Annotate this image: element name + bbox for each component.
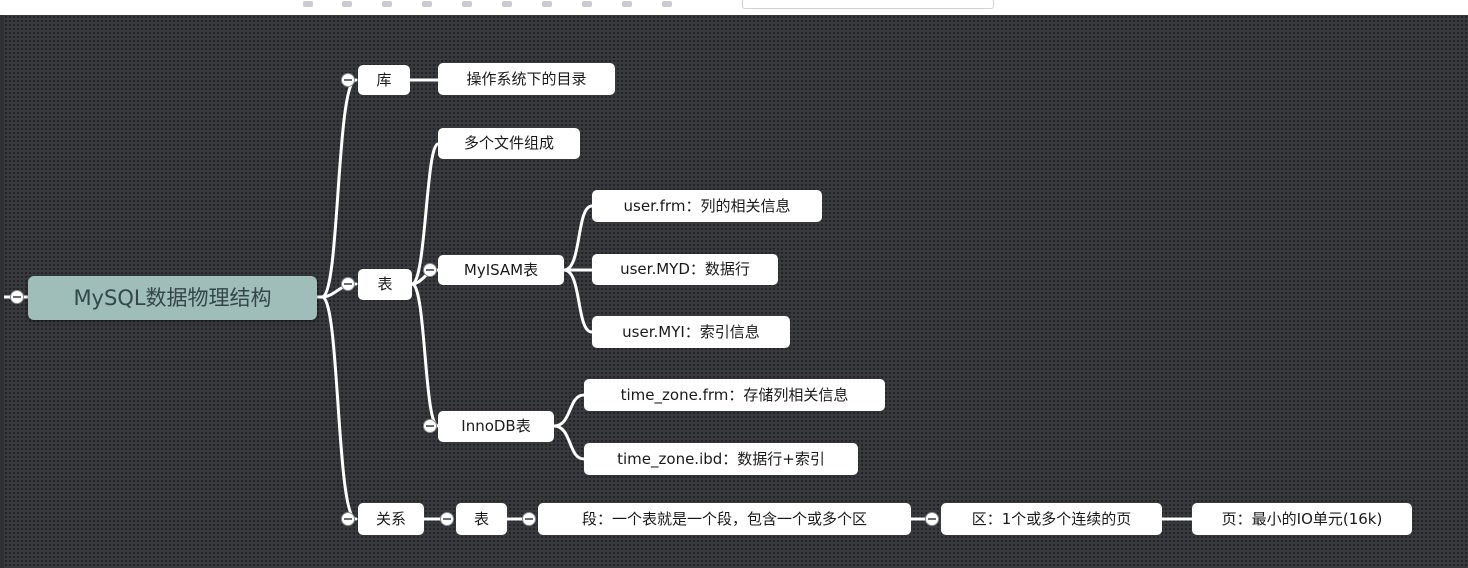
node-myisam-myd[interactable]: user.MYD：数据行 [592, 254, 778, 285]
search-input[interactable] [742, 0, 994, 9]
node-myisam-myi[interactable]: user.MYI：索引信息 [592, 316, 790, 348]
node-page[interactable]: 页：最小的IO单元(16k) [1192, 503, 1412, 535]
collapse-toggle-root[interactable] [10, 290, 24, 304]
node-biao[interactable]: 表 [358, 269, 412, 300]
node-innodb-frm-label: time_zone.frm：存储列相关信息 [620, 385, 849, 404]
node-ku-label: 库 [376, 70, 392, 89]
node-guanxi-biao-label: 表 [473, 509, 489, 528]
node-page-label: 页：最小的IO单元(16k) [1221, 509, 1383, 528]
toolbar-button[interactable] [542, 1, 552, 7]
node-ku[interactable]: 库 [358, 65, 410, 95]
toolbar-button[interactable] [582, 1, 592, 7]
node-segment[interactable]: 段：一个表就是一个段，包含一个或多个区 [538, 503, 911, 535]
node-myisam-frm-label: user.frm：列的相关信息 [623, 196, 791, 215]
node-innodb-ibd-label: time_zone.ibd：数据行+索引 [617, 449, 825, 468]
node-guanxi[interactable]: 关系 [358, 503, 424, 535]
toolbar [0, 0, 1468, 15]
node-myisam-frm[interactable]: user.frm：列的相关信息 [592, 190, 822, 222]
node-myisam-myi-label: user.MYI：索引信息 [622, 322, 760, 341]
node-innodb-label: InnoDB表 [461, 417, 531, 435]
collapse-toggle-innodb[interactable] [423, 419, 437, 433]
node-innodb-frm[interactable]: time_zone.frm：存储列相关信息 [584, 379, 885, 411]
toolbar-button[interactable] [622, 1, 632, 7]
node-multiple-files[interactable]: 多个文件组成 [438, 128, 580, 159]
node-guanxi-biao[interactable]: 表 [456, 503, 507, 535]
toolbar-button[interactable] [382, 1, 392, 7]
toolbar-button[interactable] [662, 1, 672, 7]
mindmap-canvas[interactable] [4, 15, 1468, 568]
node-extent-label: 区：1个或多个连续的页 [971, 509, 1132, 528]
node-multiple-files-label: 多个文件组成 [463, 134, 554, 152]
node-biao-label: 表 [377, 275, 393, 293]
toolbar-button[interactable] [303, 1, 313, 7]
node-innodb[interactable]: InnoDB表 [438, 411, 554, 442]
node-innodb-ibd[interactable]: time_zone.ibd：数据行+索引 [584, 443, 858, 475]
collapse-toggle-guanxi[interactable] [341, 512, 355, 526]
root-node[interactable]: MySQL数据物理结构 [28, 276, 317, 320]
toolbar-button[interactable] [342, 1, 352, 7]
node-extent[interactable]: 区：1个或多个连续的页 [941, 503, 1162, 535]
collapse-toggle-biao[interactable] [341, 277, 355, 291]
root-node-label: MySQL数据物理结构 [73, 285, 272, 310]
node-guanxi-label: 关系 [375, 509, 406, 528]
collapse-toggle-qu[interactable] [925, 512, 939, 526]
toolbar-button[interactable] [422, 1, 432, 7]
node-os-directory[interactable]: 操作系统下的目录 [438, 63, 615, 95]
node-segment-label: 段：一个表就是一个段，包含一个或多个区 [581, 509, 867, 528]
collapse-toggle-myisam[interactable] [423, 263, 437, 277]
collapse-toggle-ku[interactable] [341, 73, 355, 87]
collapse-toggle-duan[interactable] [522, 512, 536, 526]
toolbar-button[interactable] [462, 1, 472, 7]
node-myisam-label: MyISAM表 [463, 260, 539, 279]
toolbar-button[interactable] [502, 1, 512, 7]
node-os-directory-label: 操作系统下的目录 [466, 69, 587, 88]
node-myisam[interactable]: MyISAM表 [438, 255, 564, 285]
collapse-toggle-guanxi-biao[interactable] [440, 512, 454, 526]
node-myisam-myd-label: user.MYD：数据行 [620, 260, 750, 278]
